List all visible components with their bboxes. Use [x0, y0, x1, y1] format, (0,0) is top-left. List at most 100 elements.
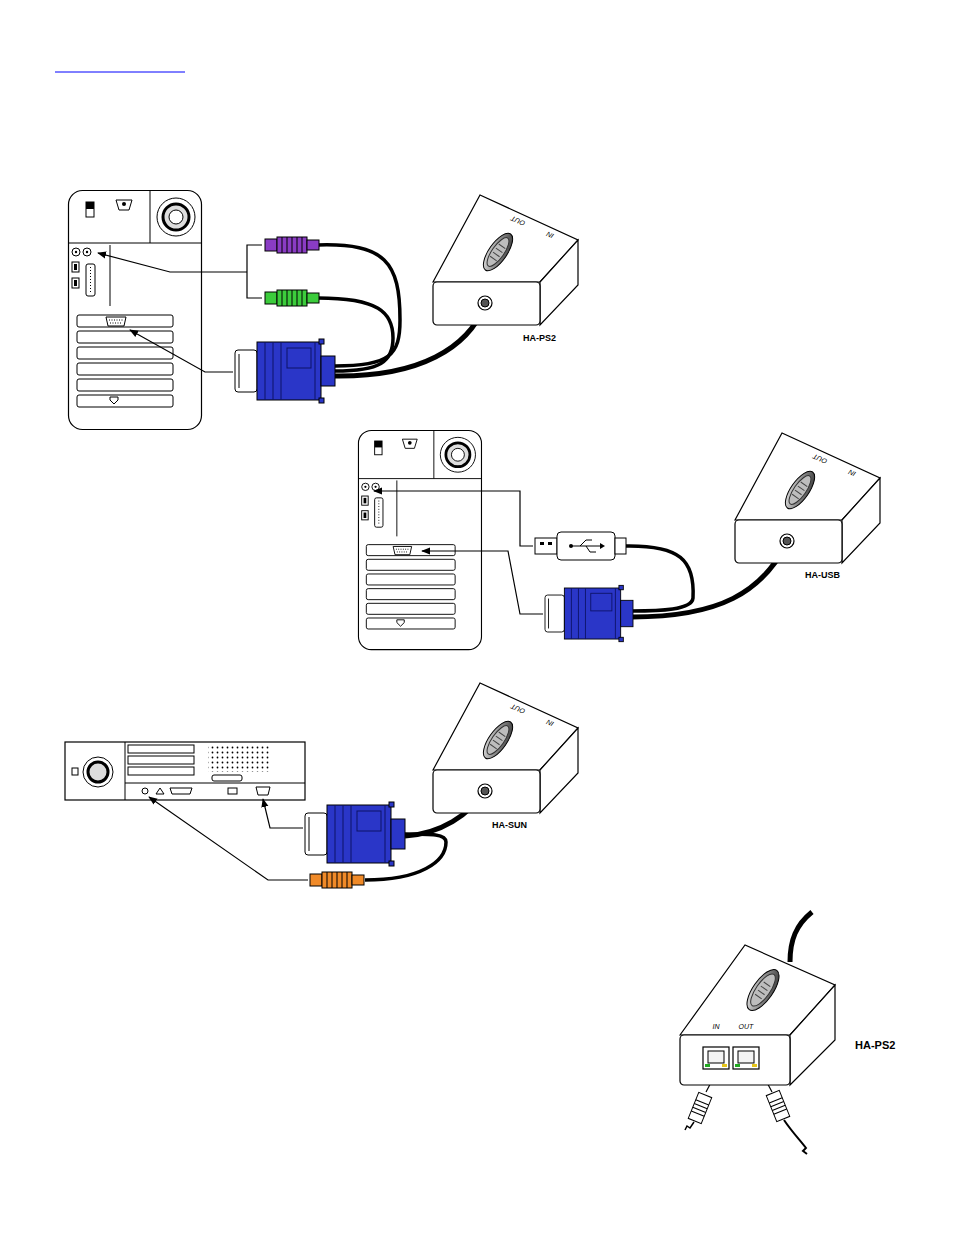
logo-stripe — [801, 482, 808, 487]
illustration-path — [170, 788, 192, 794]
illustration-rect — [65, 742, 305, 800]
illustration-rect — [615, 538, 626, 554]
illustration-g — [766, 1090, 789, 1121]
vga-connector — [235, 339, 335, 403]
adapter-box: IN OUT HA-PS2 — [675, 935, 920, 1100]
rj45-socket — [708, 1051, 724, 1063]
illustration-circle — [88, 762, 108, 782]
link-underline — [55, 72, 185, 73]
box-side — [540, 240, 578, 325]
logo — [741, 965, 785, 1016]
illustration-rect — [128, 756, 194, 764]
illustration-rect — [208, 746, 270, 772]
sun-plug — [310, 872, 364, 888]
logo-stripe — [761, 986, 768, 991]
illustration-circle — [569, 544, 573, 548]
logo-center — [785, 473, 814, 508]
illustration-rect — [535, 538, 557, 554]
illustration-path — [247, 245, 262, 298]
logo — [478, 229, 518, 275]
illustration-path — [422, 551, 543, 614]
port-label: OUT — [739, 1023, 754, 1030]
desktop-computer — [65, 742, 305, 800]
illustration-path — [149, 797, 308, 880]
logo-stripe — [490, 744, 497, 749]
logo-stripe — [755, 994, 762, 999]
logo-stripe — [499, 244, 506, 249]
cable — [790, 912, 812, 962]
illustration-circle — [83, 757, 113, 787]
illustration-path — [256, 787, 270, 795]
illustration-line — [771, 1102, 784, 1107]
vga-connector — [545, 585, 633, 641]
leader-arrow — [98, 245, 262, 372]
cable-strain-relief — [481, 299, 489, 307]
illustration-rect — [688, 1092, 711, 1123]
model-label: HA-PS2 — [855, 1040, 895, 1051]
logo-center — [746, 970, 779, 1009]
illustration-circle — [142, 788, 148, 794]
rj45-plug — [685, 1090, 807, 1154]
led — [752, 1064, 757, 1067]
logo-center — [483, 235, 512, 270]
illustration-path — [572, 540, 600, 552]
adapter-outline — [732, 428, 897, 590]
illustration-line — [696, 1100, 709, 1105]
box-side — [790, 985, 835, 1085]
logo-stripe — [493, 740, 500, 745]
logo — [780, 467, 820, 513]
illustration-rect — [228, 788, 237, 794]
tower-computer — [358, 430, 481, 649]
adapter-box: OUTINHA-USB — [732, 428, 897, 590]
illustration-rect — [128, 767, 194, 775]
illustration-rect — [548, 542, 552, 545]
logo-stripe — [496, 248, 503, 253]
illustration-rect — [540, 542, 544, 545]
led — [722, 1064, 727, 1067]
illustration-path — [784, 1120, 807, 1154]
rj45-port — [733, 1047, 759, 1069]
logo — [478, 717, 518, 763]
logo-stripe — [798, 486, 805, 491]
logo-stripe — [490, 256, 497, 261]
led — [735, 1064, 740, 1067]
illustration-rect — [212, 775, 242, 781]
box-side — [842, 478, 880, 563]
leader-arrow — [149, 797, 308, 880]
illustration-line — [769, 1098, 782, 1103]
led — [705, 1064, 710, 1067]
illustration-g — [688, 1092, 711, 1123]
logo-stripe — [496, 736, 503, 741]
rj45-port — [703, 1047, 729, 1069]
logo-stripe — [764, 982, 771, 987]
adapter-box: OUTINHA-SUN — [430, 678, 595, 840]
logo-stripe — [792, 494, 799, 499]
cable-strain-relief — [783, 537, 791, 545]
illustration-line — [691, 1111, 704, 1116]
adapter-outline — [675, 935, 920, 1100]
logo-rim — [478, 229, 518, 275]
illustration-rect — [128, 745, 194, 753]
vga-connector — [305, 802, 405, 866]
model-label: HA-USB — [805, 571, 840, 580]
ps2-plug — [265, 237, 319, 253]
logo-rim — [478, 717, 518, 763]
logo-stripe — [499, 732, 506, 737]
port-label: IN — [713, 1023, 720, 1030]
model-label: HA-PS2 — [523, 334, 556, 343]
cable-port — [780, 534, 794, 548]
logo-stripe — [795, 490, 802, 495]
illustration-rect — [766, 1090, 789, 1121]
cable-strain-relief — [481, 787, 489, 795]
illustration-line — [125, 783, 305, 784]
box-side — [540, 728, 578, 813]
illustration-path — [685, 1122, 694, 1130]
logo-stripe — [493, 252, 500, 257]
illustration-path — [263, 799, 303, 828]
ps2-plug — [265, 290, 319, 306]
illustration-path — [98, 253, 247, 272]
logo-rim — [780, 467, 820, 513]
illustration-path — [156, 788, 164, 794]
logo-center — [483, 723, 512, 758]
